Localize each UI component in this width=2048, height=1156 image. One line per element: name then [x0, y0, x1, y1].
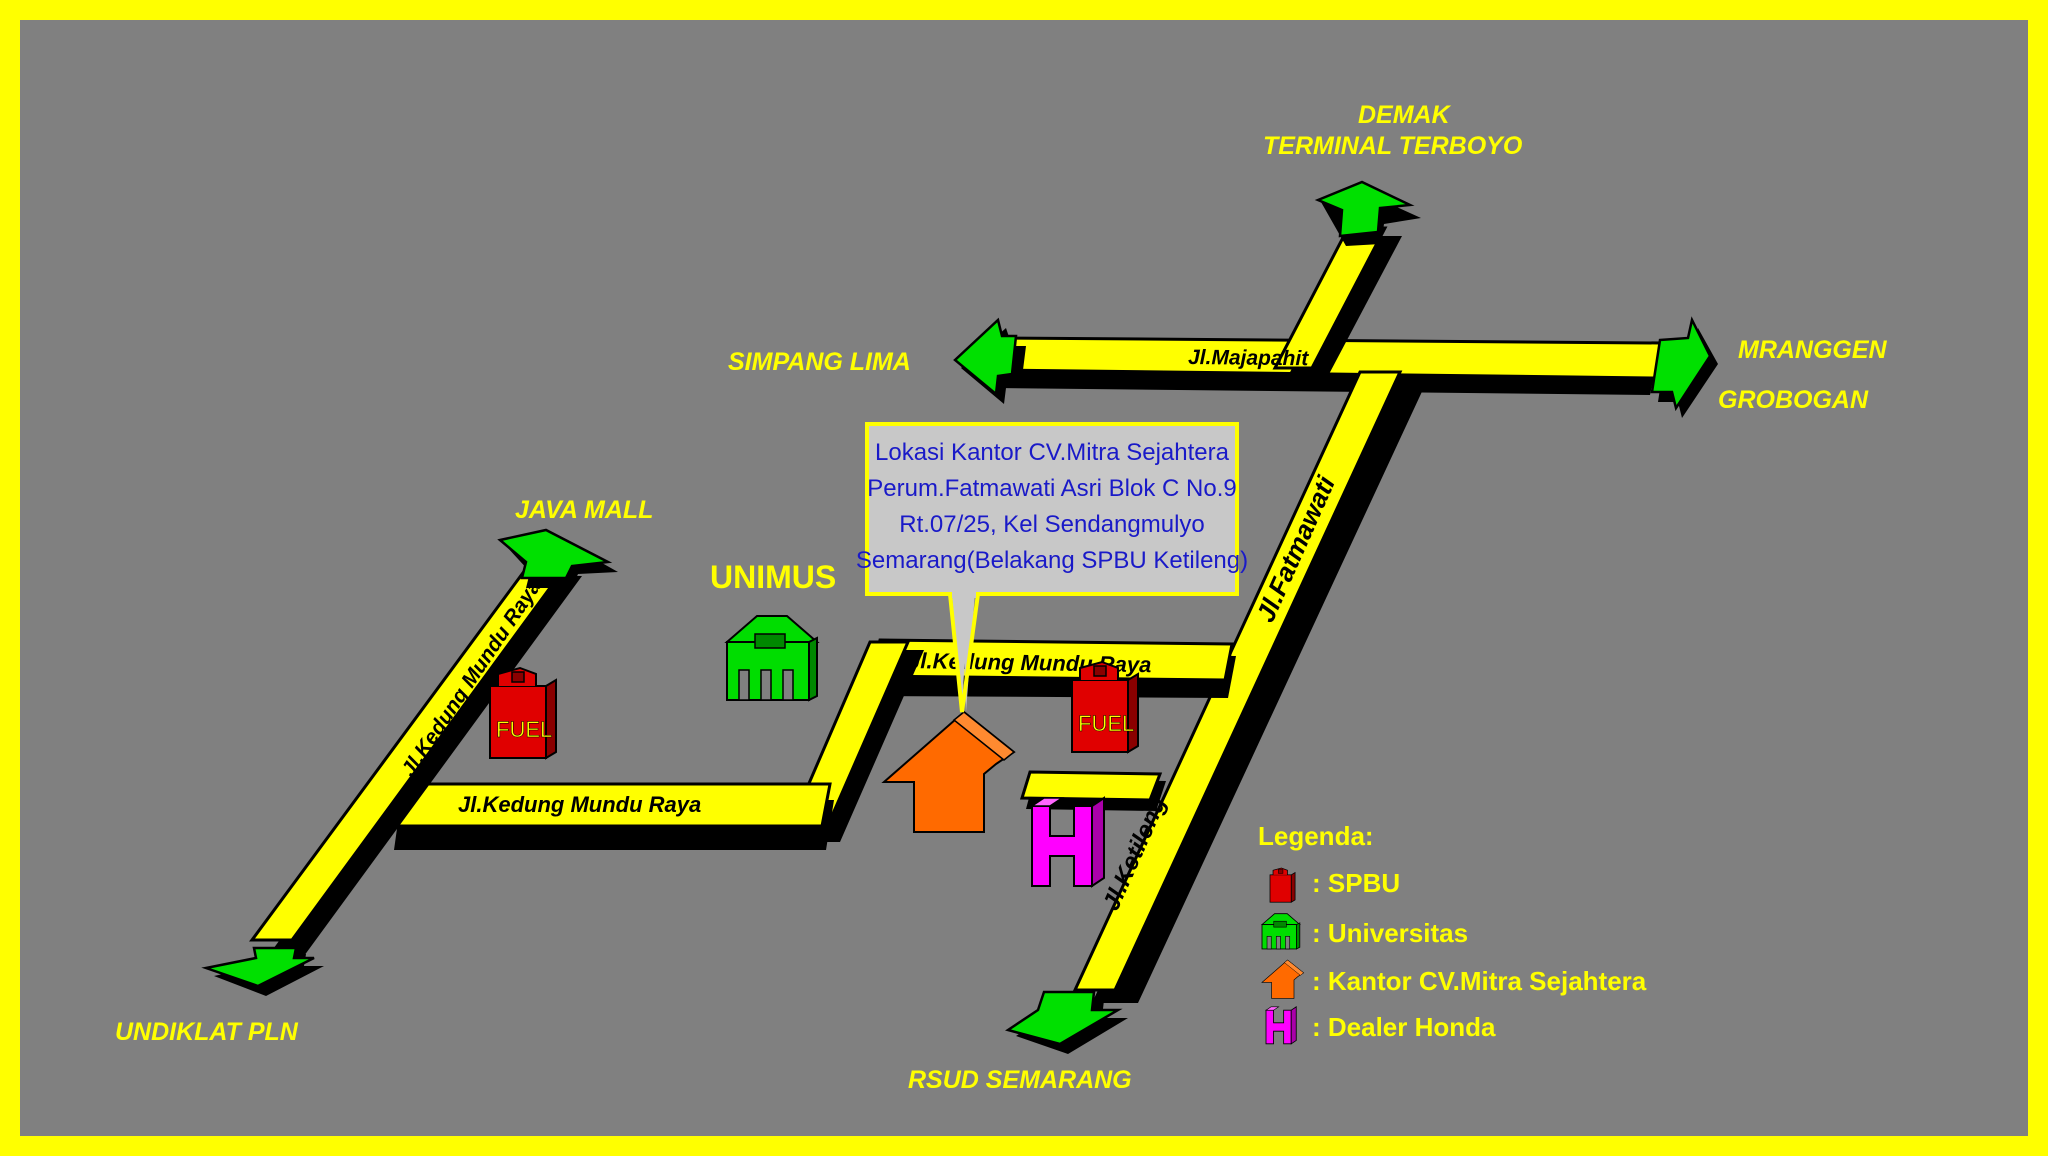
legend-item-universitas: : Universitas: [1261, 913, 1468, 950]
dest-mranggen: MRANGGEN: [1738, 336, 1888, 364]
legend-label-kantor: : Kantor CV.Mitra Sejahtera: [1312, 966, 1647, 996]
road-honda-branch: [1019, 770, 1166, 811]
road-kedung-mundu-bottom: [388, 782, 834, 850]
legend-title: Legenda:: [1258, 821, 1374, 851]
callout-line-2: Perum.Fatmawati Asri Blok C No.9: [867, 475, 1236, 502]
dest-demak: DEMAK: [1358, 101, 1452, 129]
fuel-pump-icon: FUEL: [489, 667, 557, 759]
callout-line-1: Lokasi Kantor CV.Mitra Sejahtera: [875, 439, 1230, 466]
callout-line-3: Rt.07/25, Kel Sendangmulyo: [899, 511, 1205, 538]
arrow-rsud: [1005, 990, 1128, 1054]
legend-item-spbu: : SPBU: [1269, 867, 1400, 903]
fuel-label: FUEL: [1078, 711, 1134, 736]
arrow-mranggen: [1650, 316, 1718, 418]
dest-terminal-terboyo: TERMINAL TERBOYO: [1263, 132, 1523, 160]
office-callout: Lokasi Kantor CV.Mitra Sejahtera Perum.F…: [856, 422, 1248, 713]
legend-label-honda: : Dealer Honda: [1312, 1012, 1496, 1042]
legend-item-honda: : Dealer Honda: [1265, 1006, 1496, 1045]
dest-rsud-semarang: RSUD SEMARANG: [908, 1066, 1132, 1094]
callout-line-4: Semarang(Belakang SPBU Ketileng): [856, 547, 1248, 574]
fuel-label: FUEL: [496, 717, 552, 742]
road-label-kedung-mundu-bottom: Jl.Kedung Mundu Raya: [458, 792, 701, 817]
arrow-undiklat: [201, 946, 324, 996]
dest-grobogan: GROBOGAN: [1718, 386, 1869, 414]
road-fatmawati-ketileng: [1072, 370, 1426, 1003]
legend-item-kantor: : Kantor CV.Mitra Sejahtera: [1261, 959, 1647, 999]
dest-undiklat-pln: UNDIKLAT PLN: [115, 1018, 299, 1046]
arrow-demak: [1314, 180, 1421, 246]
road-label-majapahit: Jl.Majapahit: [1188, 346, 1309, 370]
legend: Legenda: : SPBU : Universitas : Kantor C…: [1258, 821, 1647, 1045]
legend-label-spbu: : SPBU: [1312, 868, 1400, 898]
dest-simpang-lima: SIMPANG LIMA: [728, 348, 911, 376]
arrow-java-mall: [497, 528, 618, 588]
dest-java-mall: JAVA MALL: [515, 496, 653, 524]
fuel-pump-icon: FUEL: [1071, 661, 1139, 753]
label-unimus: UNIMUS: [710, 559, 836, 595]
arrow-simpang-lima: [953, 317, 1026, 404]
legend-label-universitas: : Universitas: [1312, 918, 1468, 948]
